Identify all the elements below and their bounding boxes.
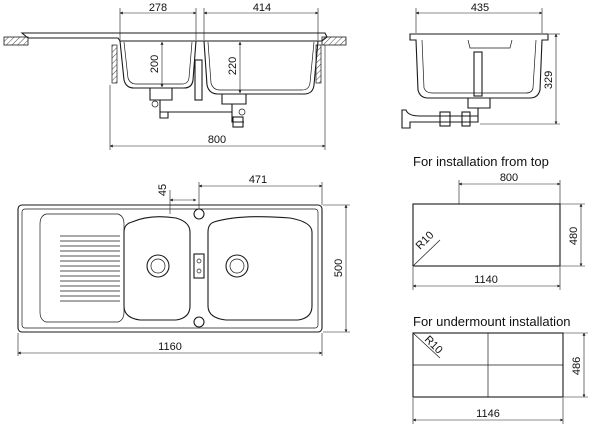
end-view-pipe-clamp <box>439 111 451 127</box>
end-view-pipe-joint <box>461 111 471 127</box>
trap-nut-right <box>238 108 246 116</box>
dim-total-width: 800 <box>208 134 226 146</box>
undermount-radius-line <box>412 332 441 359</box>
cabinet-wall-left <box>111 44 118 84</box>
drainer-area <box>39 213 125 323</box>
end-view-overflow <box>473 51 483 97</box>
undermount-dim-depth: 486 <box>571 357 583 375</box>
side-view: 278 414 200 220 800 <box>3 2 347 150</box>
plan-inner-outline <box>21 208 319 329</box>
plan-view: 45 471 1160 500 <box>17 174 350 356</box>
drain-left <box>149 88 173 101</box>
plan-left-drain <box>146 254 170 278</box>
tap-hole-top <box>193 208 205 220</box>
waste-pipe <box>159 100 244 123</box>
right-bowl-profile <box>203 40 319 95</box>
undermount-heading: For undermount installation <box>413 314 571 329</box>
plan-right-bowl <box>207 216 313 321</box>
undermount-radius: R10 <box>422 334 445 357</box>
countertop-left <box>3 36 29 46</box>
undermount-cutout: For undermount installation R10 486 1146 <box>412 314 588 424</box>
top-mount-dim-width: 800 <box>500 172 518 184</box>
undermount-dim-length: 1146 <box>476 408 500 420</box>
plan-dim-offset: 45 <box>157 184 169 196</box>
plan-dim-depth: 500 <box>333 259 345 277</box>
dim-right-depth: 220 <box>227 57 239 75</box>
end-view-drain <box>467 98 491 109</box>
dim-left-depth: 200 <box>149 55 161 73</box>
overflow-pipe <box>194 59 203 101</box>
drain-right <box>221 94 247 105</box>
overflow-dot-top <box>196 258 202 264</box>
end-view-waste-pipe <box>401 108 479 129</box>
tap-hole-bottom <box>193 316 205 328</box>
plan-dim-length: 1160 <box>158 341 182 353</box>
overflow-dot-bottom <box>196 268 202 274</box>
plan-right-drain <box>225 254 249 278</box>
overflow-slot <box>193 253 205 279</box>
plan-outer-outline <box>17 204 323 333</box>
end-view-inner <box>421 39 537 94</box>
top-mount-cutout: For installation from top R10 800 480 11… <box>412 154 585 290</box>
plan-right-drain-inner <box>229 258 245 274</box>
top-mount-dim-depth: 480 <box>568 227 580 245</box>
left-bowl-inner <box>123 41 193 85</box>
waste-outlet <box>232 116 244 128</box>
top-mount-dim-length: 1140 <box>474 274 498 286</box>
dim-left-bowl-width: 278 <box>149 2 167 14</box>
right-bowl-inner <box>207 41 315 91</box>
top-mount-outline <box>412 203 561 267</box>
top-mount-radius-line <box>412 239 441 267</box>
drainer-grooves <box>60 235 120 302</box>
left-bowl-profile <box>119 40 197 89</box>
end-dim-width: 435 <box>471 2 489 14</box>
plan-left-bowl <box>123 216 191 321</box>
trap-nut-left <box>151 100 159 108</box>
top-mount-heading: For installation from top <box>413 154 549 169</box>
plan-dim-bowl-span: 471 <box>249 174 267 186</box>
plan-left-drain-inner <box>150 258 166 274</box>
end-view-divider <box>467 39 513 49</box>
sink-rim-profile <box>20 32 328 42</box>
end-view: 435 329 <box>401 2 560 129</box>
end-dim-height: 329 <box>543 71 555 89</box>
top-mount-radius: R10 <box>414 229 437 252</box>
dim-right-bowl-width: 414 <box>253 2 271 14</box>
end-view-rim <box>409 33 549 99</box>
